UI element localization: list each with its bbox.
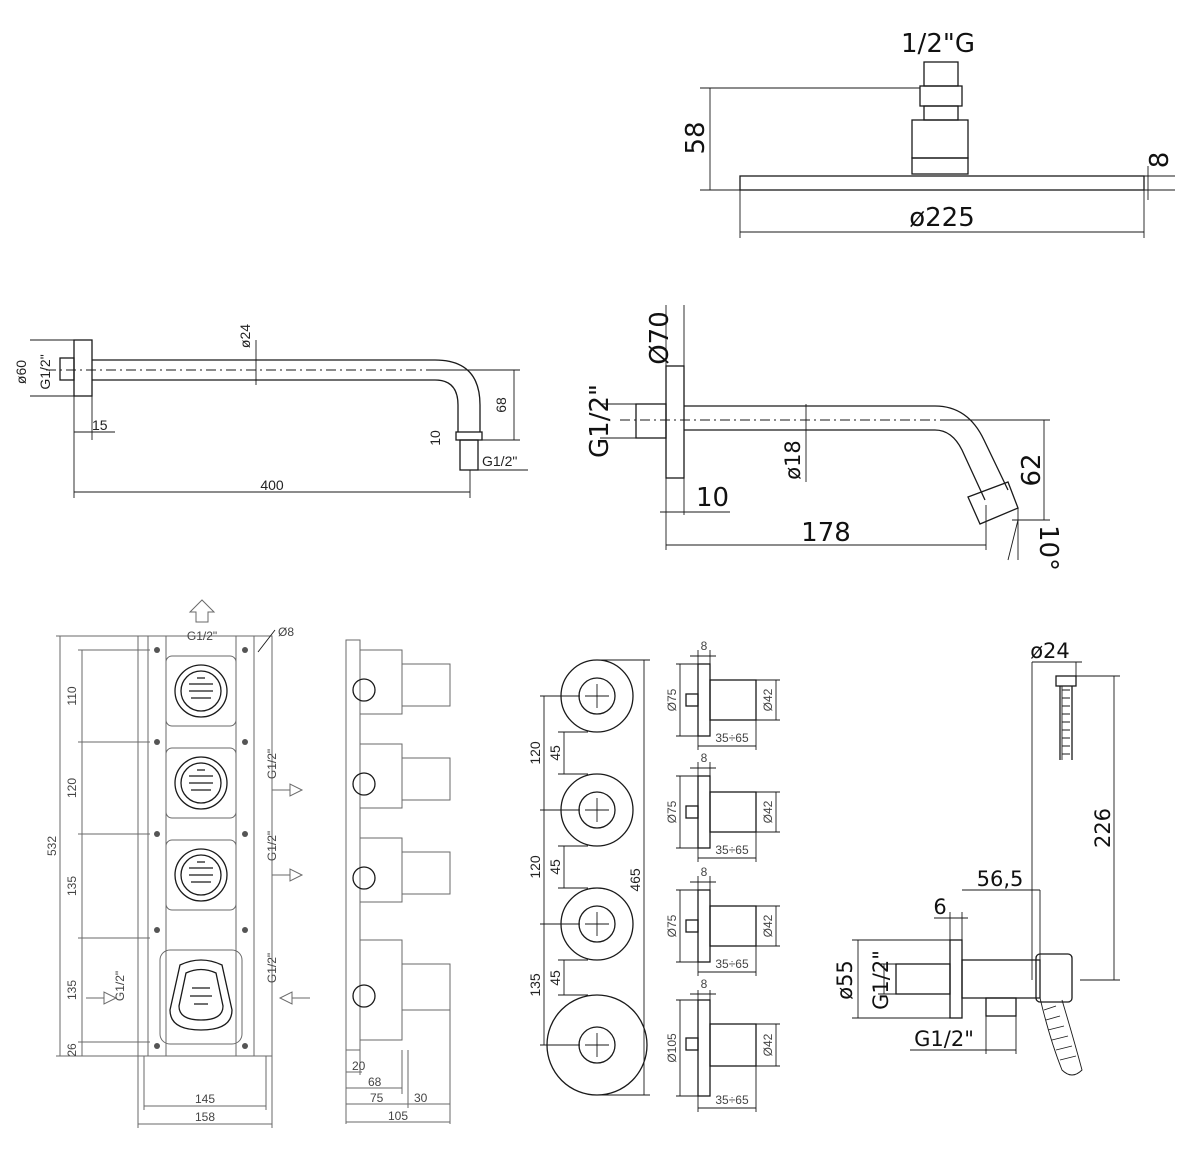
hand-shower-drawing: ø24 226 56,5 6 ø55 G1/2" [833,639,1120,1076]
handle-profile-1: 8 Ø75 Ø42 35÷65 [665,639,780,750]
valve-side-depth-3-label: 75 [370,1091,384,1105]
valve-side-depth-2-label: 68 [368,1075,382,1089]
spout-angle-label: 10° [1033,525,1063,571]
faceplate-pitch-1-label: 120 [527,741,543,765]
shower-arm-flange-depth-label: 15 [92,417,108,433]
valve-side-depth-4-label: 30 [414,1091,428,1105]
spout-connection-label: G1/2" [585,384,615,458]
hand-shower-flange-diameter-label: ø55 [833,960,857,1000]
faceplate-total-height-label: 465 [627,868,643,892]
valve-outlet-right-2-label: G1/2" [265,831,279,861]
shower-arm-drawing: ø60 G1/2" ø24 15 68 10 G1/2" 400 [13,324,528,498]
hand-shower-handle-diameter-label: ø24 [1030,639,1070,663]
spout-drop-label: 62 [1017,453,1047,486]
hand-shower-length-label: 226 [1091,808,1115,848]
spout-pipe-diameter-label: ø18 [781,440,805,480]
handle-2-plate-label: Ø75 [665,800,679,823]
valve-body-side-drawing: 20 68 75 30 105 [345,639,451,1124]
faceplate-gap-1-label: 45 [547,745,563,761]
valve-inlet-left-label: G1/2" [113,971,127,1001]
valve-side-depth-total-label: 105 [388,1109,408,1123]
shower-arm-length-label: 400 [260,477,284,493]
handle-profile-3: 8 Ø75 Ø42 35÷65 [665,865,780,976]
handle-1-depth-label: 8 [701,639,708,653]
handle-3-range-label: 35÷65 [715,957,749,971]
shower-arm-connection-right-label: G1/2" [482,453,517,469]
shower-head-drawing: 1/2"G 58 8 ø225 [681,29,1175,238]
faceplate-pitch-2-label: 120 [527,855,543,879]
spout-flange-diameter-label: Ø70 [645,311,675,365]
faceplate-drawing: 120 120 135 45 45 45 465 [527,659,650,1096]
handle-profile-4: 8 Ø105 Ø42 35÷65 [665,977,780,1112]
hand-shower-flange-depth-label: 6 [933,895,946,919]
handle-1-range-label: 35÷65 [715,731,749,745]
handle-3-knob-label: Ø42 [761,914,775,937]
handle-3-depth-label: 8 [701,865,708,879]
shower-arm-outlet-length-label: 10 [427,430,443,446]
handle-4-knob-label: Ø42 [761,1033,775,1056]
valve-spacing-2-label: 120 [65,778,79,798]
faceplate-gap-3-label: 45 [547,970,563,986]
valve-outlet-right-3-label: G1/2" [265,953,279,983]
shower-arm-pipe-diameter-label: ø24 [237,324,253,348]
valve-screw-diameter-label: Ø8 [278,625,294,639]
handle-4-plate-label: Ø105 [665,1033,679,1063]
handle-2-knob-label: Ø42 [761,800,775,823]
handle-4-depth-label: 8 [701,977,708,991]
valve-spacing-1-label: 110 [65,686,79,705]
valve-outlet-top-label: G1/2" [187,629,217,643]
valve-outer-width-label: 158 [195,1110,215,1124]
handle-2-range-label: 35÷65 [715,843,749,857]
spout-length-label: 178 [801,518,851,548]
valve-outlet-right-1-label: G1/2" [265,749,279,779]
shower-head-thickness-label: 8 [1145,152,1175,169]
spout-drawing: Ø70 G1/2" ø18 10 178 62 10° [585,305,1063,571]
handle-1-plate-label: Ø75 [665,688,679,711]
hand-shower-projection-label: 56,5 [977,867,1024,891]
hand-shower-connection-outlet-label: G1/2" [914,1027,974,1051]
valve-spacing-4-label: 135 [65,980,79,1000]
handle-2-depth-label: 8 [701,751,708,765]
shower-arm-drop-label: 68 [493,397,509,413]
spout-flange-depth-label: 10 [696,483,729,513]
shower-arm-flange-diameter-label: ø60 [13,360,29,384]
handle-3-plate-label: Ø75 [665,914,679,937]
valve-inner-width-label: 145 [195,1092,215,1106]
handle-4-range-label: 35÷65 [715,1093,749,1107]
shower-arm-connection-left-label: G1/2" [37,354,53,389]
valve-body-front-drawing: G1/2" Ø8 G1/2" G1/ [45,599,310,1128]
valve-bottom-offset-label: 26 [65,1043,79,1057]
handle-profiles: 8 Ø75 Ø42 35÷65 8 Ø75 Ø42 [665,639,780,1112]
valve-side-depth-1-label: 20 [352,1059,366,1073]
valve-spacing-3-label: 135 [65,876,79,896]
shower-head-height-label: 58 [681,121,711,154]
handle-1-knob-label: Ø42 [761,688,775,711]
hand-shower-connection-inlet-label: G1/2" [869,950,893,1010]
shower-head-connection-label: 1/2"G [901,29,975,59]
handle-profile-2: 8 Ø75 Ø42 35÷65 [665,751,780,862]
shower-head-diameter-label: ø225 [909,203,975,233]
faceplate-gap-2-label: 45 [547,859,563,875]
faceplate-pitch-3-label: 135 [527,973,543,997]
valve-total-height-label: 532 [45,836,59,856]
